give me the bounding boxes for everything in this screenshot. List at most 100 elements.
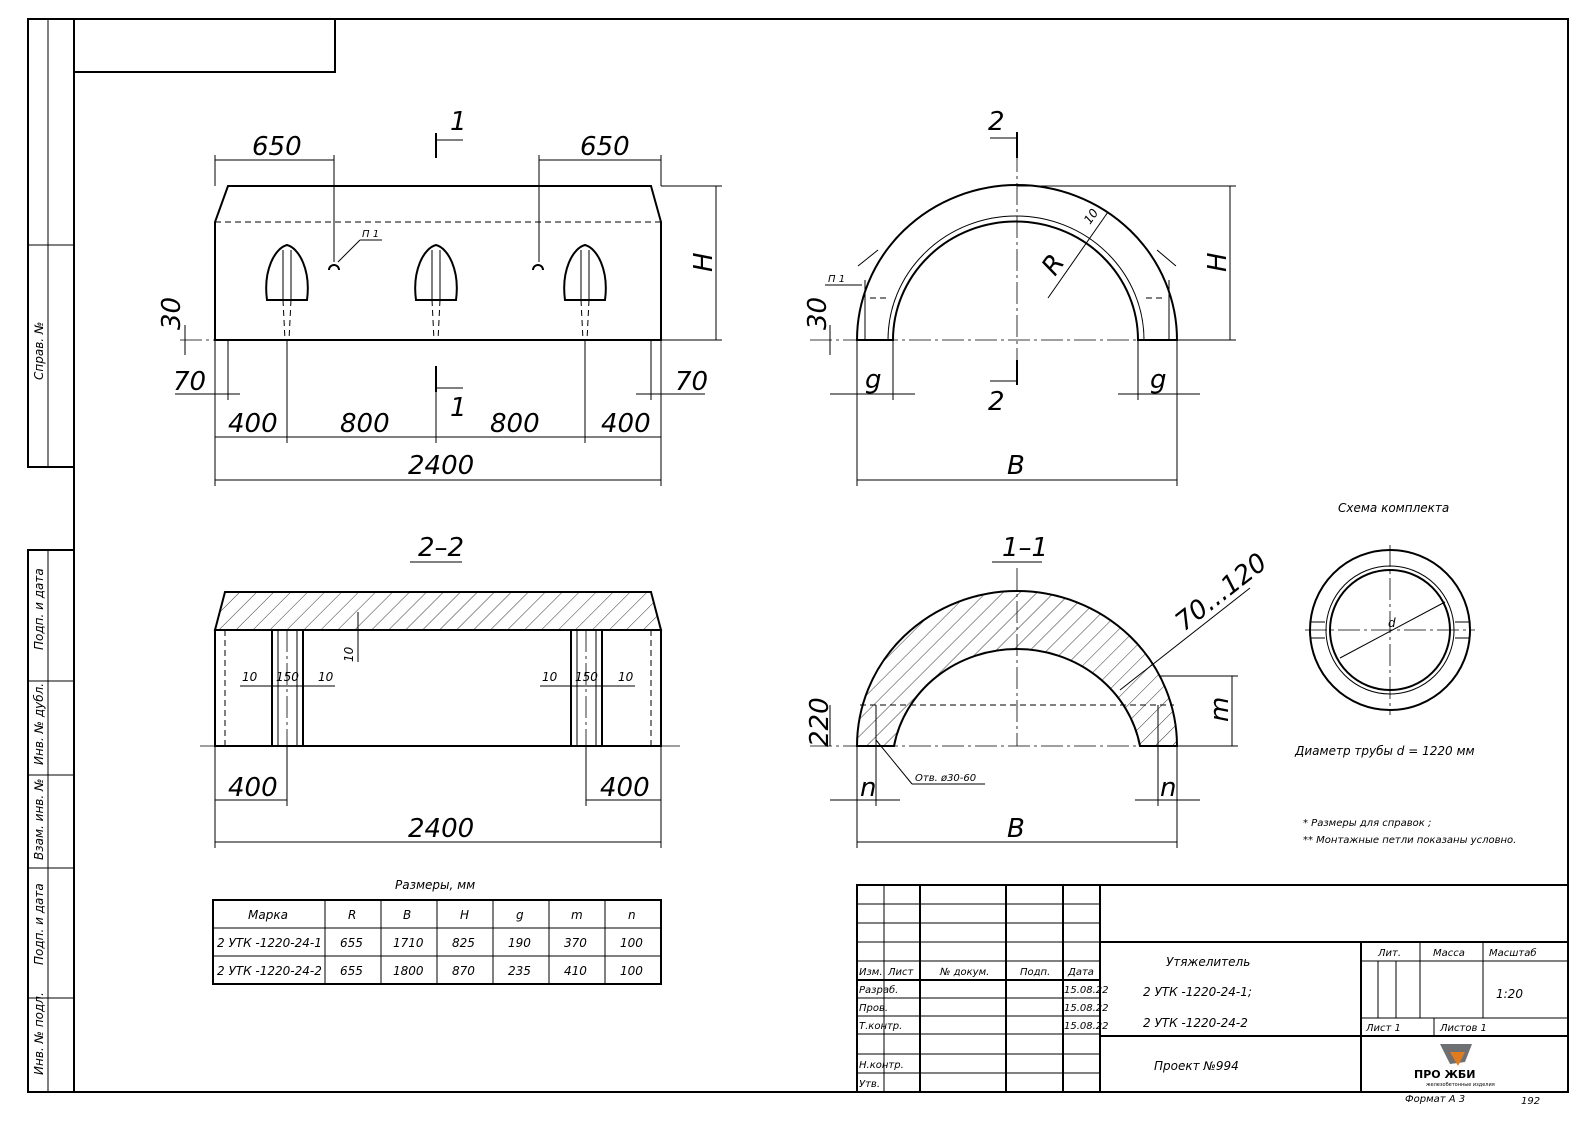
logo-text: ПРО ЖБИ	[1414, 1068, 1476, 1081]
dim-10: 10	[542, 670, 558, 684]
table-cell: 655	[340, 936, 363, 950]
hole-label: Отв. ø30-60	[915, 773, 976, 784]
table-cell: 190	[508, 936, 531, 950]
table-header: m	[571, 908, 583, 922]
table-cell: 1710	[393, 936, 424, 950]
dim-650-left: 650	[252, 132, 302, 162]
dim-10: 10	[618, 670, 634, 684]
role-date: 15.08.22	[1064, 985, 1109, 996]
sheet-frame	[27, 18, 1569, 1093]
sheet-label: Лист 1	[1365, 1023, 1401, 1034]
lit-label: Лит.	[1377, 948, 1401, 959]
scale-label: Масштаб	[1489, 947, 1537, 959]
format-label: Формат А 3	[1405, 1094, 1465, 1105]
section-title: 1–1	[1002, 533, 1048, 563]
table-cell: 100	[620, 964, 643, 978]
side-view: П 1 2 2 R 10 H 30 g g B	[803, 107, 1236, 486]
table-header: Марка	[248, 908, 288, 922]
note-line: * Размеры для справок ;	[1303, 818, 1431, 829]
dim-thickness: 70...120	[1170, 548, 1273, 638]
title-block: Изм. Лист № докум. Подп. Дата Разраб. 15…	[856, 884, 1569, 1107]
section-mark: 1	[450, 107, 467, 137]
col-header: Дата	[1067, 967, 1094, 978]
project-number: Проект №994	[1154, 1059, 1239, 1073]
dim-2400: 2400	[408, 451, 474, 481]
side-stamp-label: Взам. инв. №	[32, 779, 46, 860]
product-code: 2 УТК -1220-24-1;	[1143, 985, 1252, 999]
role-date: 15.08.22	[1064, 1003, 1109, 1014]
dim-10-vert: 10	[342, 646, 356, 662]
mass-label: Масса	[1433, 948, 1465, 959]
role-label: Н.контр.	[859, 1060, 904, 1071]
role-label: Пров.	[859, 1003, 888, 1014]
table-cell: 370	[564, 936, 587, 950]
table-cell: 655	[340, 964, 363, 978]
table-caption: Размеры, мм	[395, 878, 475, 892]
kit-scheme-title: Схема комплекта	[1338, 501, 1449, 515]
table-cell: 1800	[393, 964, 424, 978]
dim-650-right: 650	[580, 132, 630, 162]
table-header: H	[460, 908, 469, 922]
side-stamp-label: Подп. и дата	[32, 883, 46, 965]
side-stamp-label: Справ. №	[32, 322, 46, 380]
section-1-1: 1–1 70...120 220 m Отв. ø30-60 n n B	[805, 533, 1273, 848]
side-stamp-label: Подп. и дата	[32, 568, 46, 650]
dim-800-left: 800	[340, 409, 390, 439]
loop-label: П 1	[828, 274, 845, 285]
page-number: 192	[1521, 1096, 1540, 1107]
dim-400-left: 400	[228, 409, 278, 439]
col-header: Подп.	[1020, 967, 1050, 978]
pipe-diameter: Диаметр трубы d = 1220 мм	[1294, 744, 1475, 758]
dim-70-left: 70	[173, 367, 206, 397]
table-cell: 410	[564, 964, 587, 978]
sheets-label: Листов 1	[1439, 1023, 1487, 1034]
dim-400-left: 400	[228, 773, 278, 803]
table-cell: 235	[508, 964, 531, 978]
table-cell: 870	[452, 964, 475, 978]
dim-b: B	[1007, 814, 1025, 844]
col-header: № докум.	[939, 967, 989, 978]
col-header: Изм.	[859, 967, 883, 978]
table-header: R	[348, 908, 356, 922]
section-mark: 2	[988, 107, 1005, 137]
section-mark: 2	[988, 387, 1005, 417]
dim-h: H	[689, 252, 719, 272]
sizes-table: Размеры, мм Марка R B H g m n 2 УТК -122…	[212, 878, 662, 985]
role-date: 15.08.22	[1064, 1021, 1109, 1032]
dim-800-right: 800	[490, 409, 540, 439]
kit-scheme: Схема комплекта d Диаметр трубы d = 1220…	[1294, 501, 1475, 758]
dim-n-left: n	[860, 773, 876, 803]
table-cell: 100	[620, 936, 643, 950]
dim-400-right: 400	[601, 409, 651, 439]
logo-subtext: железобетонные изделия	[1426, 1082, 1495, 1088]
scale-value: 1:20	[1496, 987, 1523, 1001]
dim-10: 10	[318, 670, 334, 684]
front-view: П 1 1 1 650 650 H 30 70 70	[157, 107, 722, 486]
table-cell: 2 УТК -1220-24-2	[217, 964, 322, 978]
dim-m: m	[1205, 697, 1235, 722]
notes: * Размеры для справок ; ** Монтажные пет…	[1303, 818, 1516, 846]
dim-n-right: n	[1160, 773, 1176, 803]
side-stamp: Справ. № Подп. и дата Инв. № дубл. Взам.…	[32, 322, 46, 1075]
side-stamp-label: Инв. № подл.	[32, 992, 46, 1075]
role-label: Утв.	[859, 1079, 880, 1090]
dim-g-left: g	[865, 365, 882, 395]
note-line: ** Монтажные петли показаны условно.	[1303, 835, 1516, 846]
dim-220: 220	[805, 697, 835, 747]
company-logo: ПРО ЖБИ железобетонные изделия	[1414, 1044, 1495, 1088]
section-title: 2–2	[418, 533, 464, 563]
dim-b: B	[1007, 451, 1025, 481]
dim-10: 10	[242, 670, 258, 684]
dim-g-right: g	[1150, 365, 1167, 395]
col-header: Лист	[887, 967, 915, 978]
dim-30: 30	[803, 297, 833, 330]
side-stamp-label: Инв. № дубл.	[32, 683, 46, 765]
table-cell: 2 УТК -1220-24-1	[217, 936, 322, 950]
section-mark: 1	[450, 393, 467, 423]
table-header: n	[628, 908, 636, 922]
dim-150: 150	[276, 670, 299, 684]
table-cell: 825	[452, 936, 475, 950]
dim-10: 10	[1081, 206, 1101, 227]
table-header: B	[403, 908, 411, 922]
